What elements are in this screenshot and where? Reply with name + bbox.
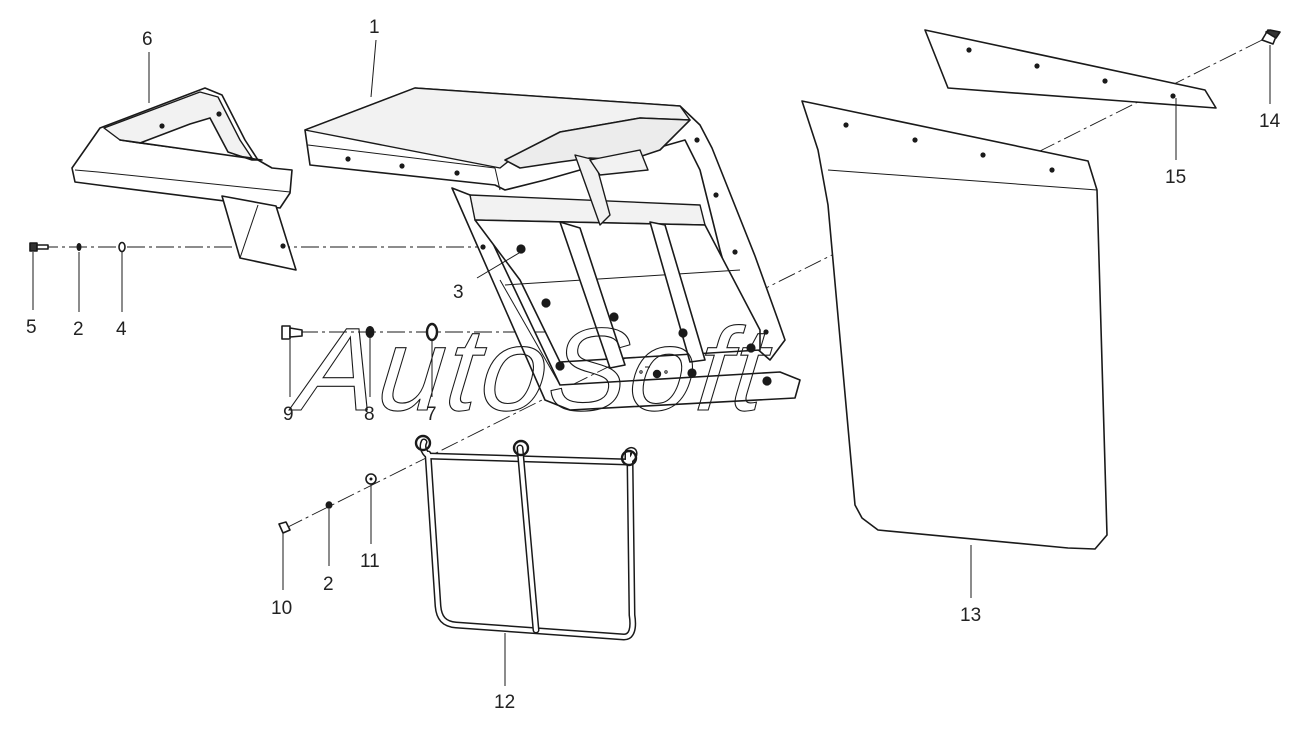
strip-hole <box>1102 78 1108 84</box>
housing-hole <box>732 249 738 255</box>
callout-6: 6 <box>142 29 153 50</box>
part-13-mud-flap <box>801 100 1108 550</box>
bolt-5 <box>29 242 38 252</box>
part-6-handle-bracket <box>71 87 297 271</box>
flap-hole <box>980 152 986 158</box>
bolt-5-shank <box>36 244 49 250</box>
callout-5: 5 <box>26 317 37 338</box>
housing-nut <box>541 298 551 308</box>
callout-1: 1 <box>369 17 380 38</box>
nut-8 <box>365 326 375 338</box>
flap-hole <box>912 137 918 143</box>
housing-nut <box>678 328 688 338</box>
housing-nut <box>762 376 772 386</box>
callout-2-upper: 2 <box>73 319 84 340</box>
flap-hole <box>1049 167 1055 173</box>
housing-hole <box>480 244 486 250</box>
assembly-axes <box>40 37 1267 529</box>
callout-11: 11 <box>360 551 380 572</box>
housing-nut <box>609 312 619 322</box>
bolt-9-head <box>281 325 291 340</box>
axis-lower-diagonal <box>285 37 1267 529</box>
callout-7: 7 <box>426 404 437 425</box>
housing-nut <box>652 369 662 379</box>
watermark-text: AutoSoft <box>286 304 777 436</box>
part-1-mudguard-housing <box>304 87 801 411</box>
callout-3: 3 <box>453 282 464 303</box>
housing-nut <box>516 244 526 254</box>
callout-9: 9 <box>283 404 294 425</box>
callout-4: 4 <box>116 319 127 340</box>
strip-hole <box>1034 63 1040 69</box>
part-15-clamp-strip <box>924 29 1217 109</box>
bracket-hole <box>280 243 286 249</box>
housing-hole <box>763 329 769 335</box>
housing-hole <box>454 170 460 176</box>
bolt-9-shank <box>289 327 303 338</box>
bracket-hole <box>216 111 222 117</box>
part-12-wire-frame <box>414 434 638 641</box>
washer-4 <box>118 241 126 253</box>
callout-13: 13 <box>960 605 981 626</box>
callout-12: 12 <box>494 692 515 713</box>
callout-8: 8 <box>364 404 375 425</box>
callout-15: 15 <box>1165 167 1186 188</box>
bolt-10 <box>278 521 291 534</box>
leader-lines <box>32 39 1271 686</box>
housing-nut <box>555 361 565 371</box>
housing-hole <box>345 156 351 162</box>
washer-2-upper <box>76 243 82 251</box>
strip-hole <box>1170 93 1176 99</box>
housing-nut <box>746 343 756 353</box>
housing-nut <box>687 368 697 378</box>
callout-10: 10 <box>271 598 292 619</box>
housing-hole <box>694 137 700 143</box>
flap-hole <box>843 122 849 128</box>
housing-hole <box>713 192 719 198</box>
part-14-screw <box>1261 29 1281 45</box>
callout-2-lower: 2 <box>323 574 334 595</box>
hardware-upper <box>29 241 126 253</box>
callout-14: 14 <box>1259 111 1281 132</box>
washer-2-lower <box>325 501 333 509</box>
housing-hole <box>399 163 405 169</box>
callout-labels: 1 6 5 2 4 3 9 8 7 10 2 11 12 13 14 15 <box>26 17 1281 713</box>
bracket-hole <box>159 123 165 129</box>
strip-hole <box>966 47 972 53</box>
